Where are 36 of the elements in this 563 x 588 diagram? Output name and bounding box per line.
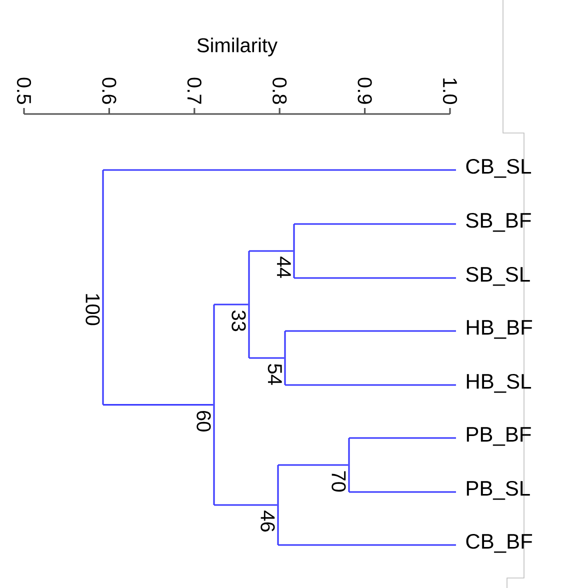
tick-label: 0.5	[16, 78, 32, 104]
axis-title: Similarity	[197, 38, 278, 56]
tick-label: 0.9	[358, 78, 372, 104]
leaf-label: HB_BF	[466, 320, 532, 339]
leaf-label: CB_BF	[466, 534, 532, 553]
bootstrap-value: 44	[277, 256, 291, 278]
branch-line	[249, 250, 294, 252]
branch-line	[249, 357, 284, 359]
branch-line	[349, 491, 456, 493]
branch-line	[349, 437, 456, 439]
leaf-label: CB_SL	[466, 158, 532, 178]
tick-label: 0.7	[187, 78, 202, 104]
tick-label: 0.8	[272, 78, 287, 104]
leaf-label: HB_SL	[466, 374, 532, 393]
tick-label: 0.6	[102, 78, 116, 104]
leaf-label: SB_SL	[466, 266, 530, 286]
branch-line	[278, 464, 348, 466]
branch-line	[285, 384, 456, 386]
branch-line	[103, 404, 214, 406]
bootstrap-value: 60	[196, 411, 211, 432]
bootstrap-value: 46	[260, 510, 275, 532]
branch-line	[294, 223, 456, 225]
bootstrap-value: 54	[268, 364, 282, 385]
leaf-label: PB_SL	[466, 480, 530, 500]
branch-line	[278, 544, 456, 546]
branch-line	[214, 304, 248, 306]
bootstrap-value: 70	[332, 471, 346, 492]
tick-label: 1.0	[442, 78, 458, 104]
leaf-label: PB_BF	[466, 427, 531, 446]
branch-line	[285, 330, 456, 332]
bootstrap-value: 100	[86, 294, 100, 326]
leaf-label: SB_BF	[466, 212, 531, 232]
branch-line	[214, 504, 278, 506]
branch-line	[294, 277, 456, 279]
bootstrap-value: 33	[232, 310, 246, 332]
branch-line	[103, 169, 456, 171]
